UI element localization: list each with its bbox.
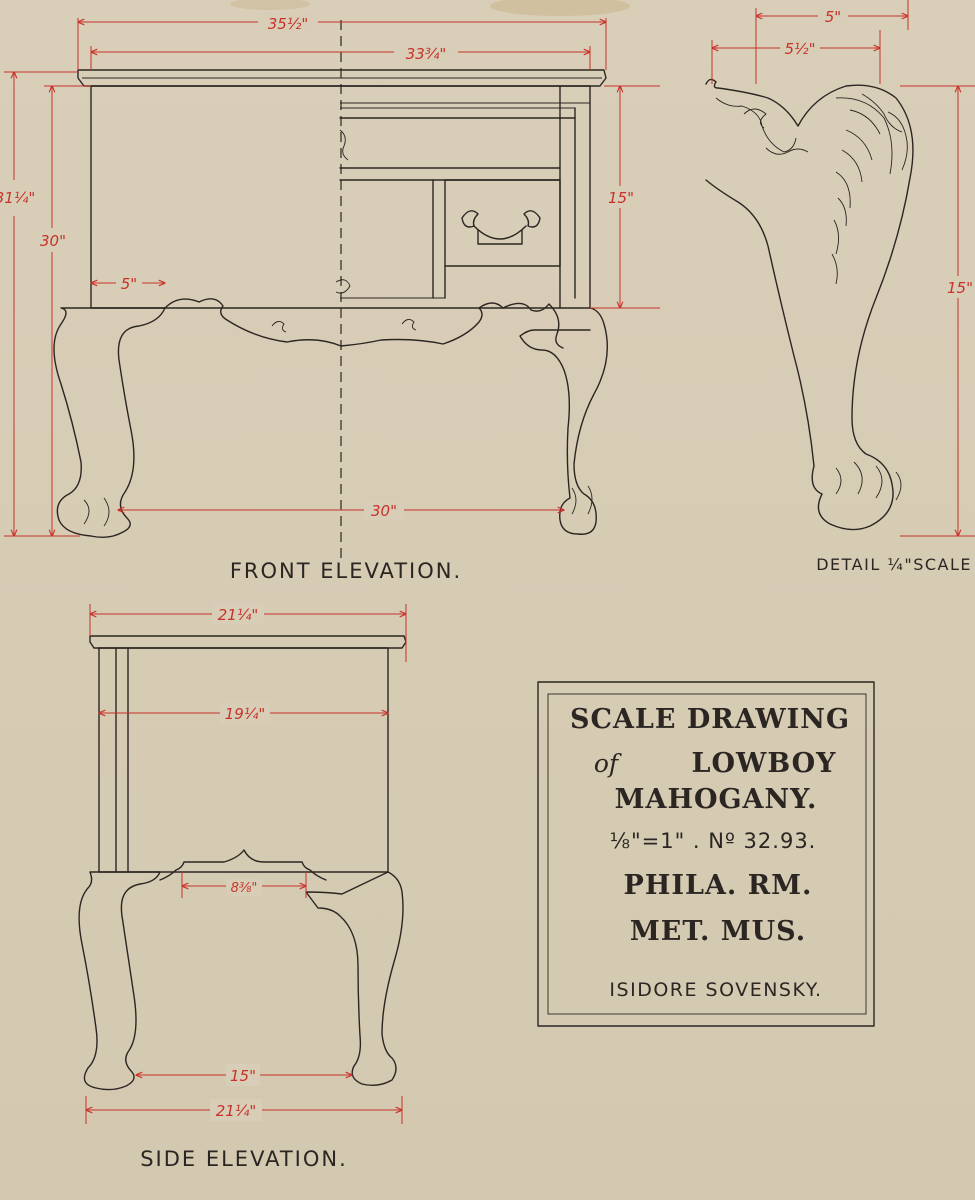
title-line-2-prefix: of [594, 749, 622, 778]
dim-case-height: 30" [40, 232, 66, 250]
dim-detail-inner: 5½" [785, 40, 816, 58]
dim-detail-height: 15" [947, 279, 973, 297]
title-line-4: ⅛"=1" . Nº 32.93. [610, 829, 817, 853]
dim-drawer-height: 15" [608, 189, 634, 207]
detail-label: DETAIL ¼"SCALE [816, 555, 972, 574]
dim-detail-top: 5" [825, 8, 841, 26]
side-elevation [78, 635, 407, 1091]
dim-case-width: 33¾" [406, 45, 447, 63]
side-elevation-label: SIDE ELEVATION. [140, 1147, 348, 1171]
dim-side-case: 19¼" [225, 705, 266, 723]
dim-leg-span: 30" [371, 502, 397, 520]
dim-overall-height: 31¼" [0, 189, 35, 207]
detail-dimensions: 5" 5½" 15" [712, 0, 975, 536]
title-block: SCALE DRAWING of LOWBOY MAHOGANY. ⅛"=1" … [537, 681, 875, 1027]
dim-side-leg-span: 15" [230, 1067, 256, 1085]
detail-leg [705, 78, 914, 531]
dim-side-top: 21¼" [218, 606, 259, 624]
front-elevation [53, 20, 609, 560]
front-dimensions: 35½" 33¾" 31¼" 30" 15" 5" 30" [0, 12, 660, 536]
title-author: ISIDORE SOVENSKY. [609, 979, 822, 1001]
title-line-1: SCALE DRAWING [570, 704, 850, 735]
dim-side-width: 5" [121, 275, 137, 293]
title-line-2-word: LOWBOY [692, 748, 837, 779]
front-elevation-label: FRONT ELEVATION. [230, 559, 462, 583]
dim-side-overall: 21¼" [216, 1102, 257, 1120]
title-line-5: PHILA. RM. [624, 870, 813, 901]
side-dimensions: 21¼" 19¼" 8⅜" 15" 21¼" [86, 603, 406, 1124]
dim-overall-width: 35½" [268, 15, 309, 33]
drawer-pull-icon [461, 210, 541, 245]
title-line-6: MET. MUS. [630, 916, 806, 947]
paper-stain [230, 0, 630, 16]
title-line-3: MAHOGANY. [615, 784, 818, 815]
dim-side-apron: 8⅜" [231, 881, 258, 896]
